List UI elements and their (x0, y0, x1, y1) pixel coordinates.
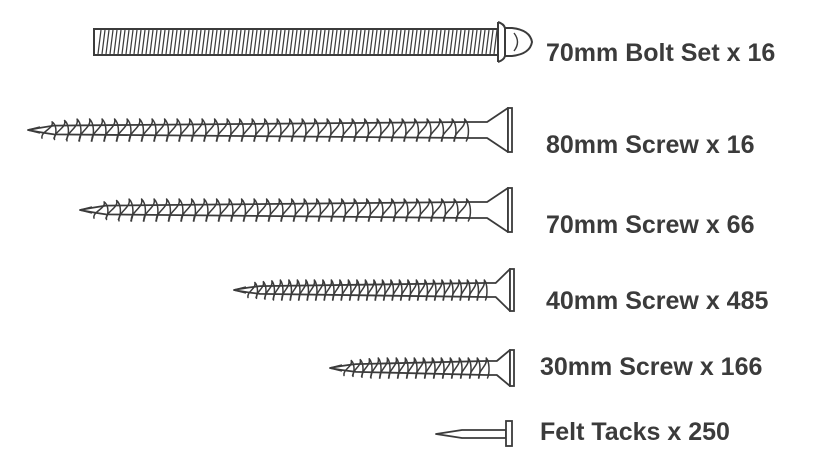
bolt-70mm (93, 21, 533, 63)
screw-40mm-label: 40mm Screw x 485 (546, 287, 769, 315)
felt-tacks-label: Felt Tacks x 250 (540, 418, 730, 446)
screw-40mm (233, 268, 515, 312)
screw-30mm (329, 349, 515, 387)
screw-70mm (79, 187, 513, 233)
screw-30mm-label: 30mm Screw x 166 (540, 353, 763, 381)
felt-tack (435, 420, 513, 447)
screw-80mm (27, 107, 513, 153)
bolt-set-label: 70mm Bolt Set x 16 (546, 39, 776, 67)
screw-80mm-label: 80mm Screw x 16 (546, 131, 755, 159)
screw-70mm-label: 70mm Screw x 66 (546, 211, 755, 239)
